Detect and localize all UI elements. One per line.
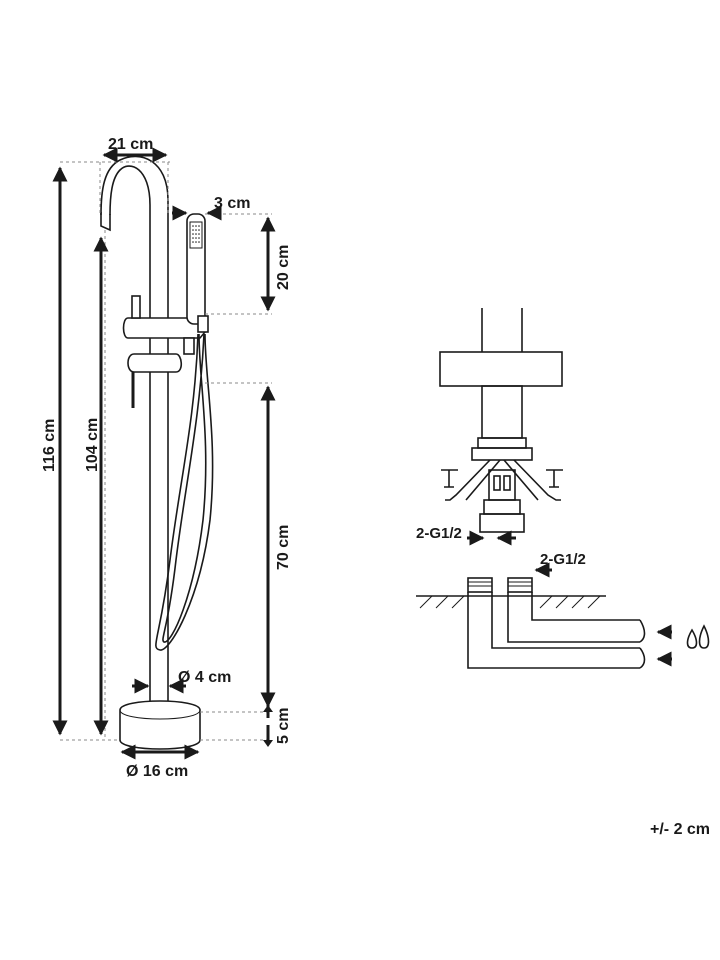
label-base-diameter: Ø 16 cm — [126, 763, 188, 780]
label-top-width: 21 cm — [108, 136, 153, 153]
label-total-height: 116 cm — [41, 419, 58, 472]
label-mixer-height: 70 cm — [275, 525, 292, 570]
label-shower-width: 3 cm — [214, 195, 250, 212]
label-shower-length: 20 cm — [275, 245, 292, 290]
floor-hatch — [419, 595, 601, 609]
label-thread-left: 2-G1/2 — [416, 525, 462, 542]
tolerance-note: +/- 2 cm — [650, 821, 710, 838]
label-base-height: 5 cm — [275, 708, 292, 744]
faucet-body — [100, 155, 214, 750]
label-thread-right: 2-G1/2 — [540, 551, 586, 568]
label-spout-height: 104 cm — [84, 418, 101, 472]
connection-detail — [416, 308, 710, 669]
water-drops-icon — [686, 624, 710, 649]
shower-head-dots — [192, 225, 200, 243]
dimension-arrows — [52, 147, 276, 760]
label-pipe-diameter: Ø 4 cm — [178, 669, 231, 686]
